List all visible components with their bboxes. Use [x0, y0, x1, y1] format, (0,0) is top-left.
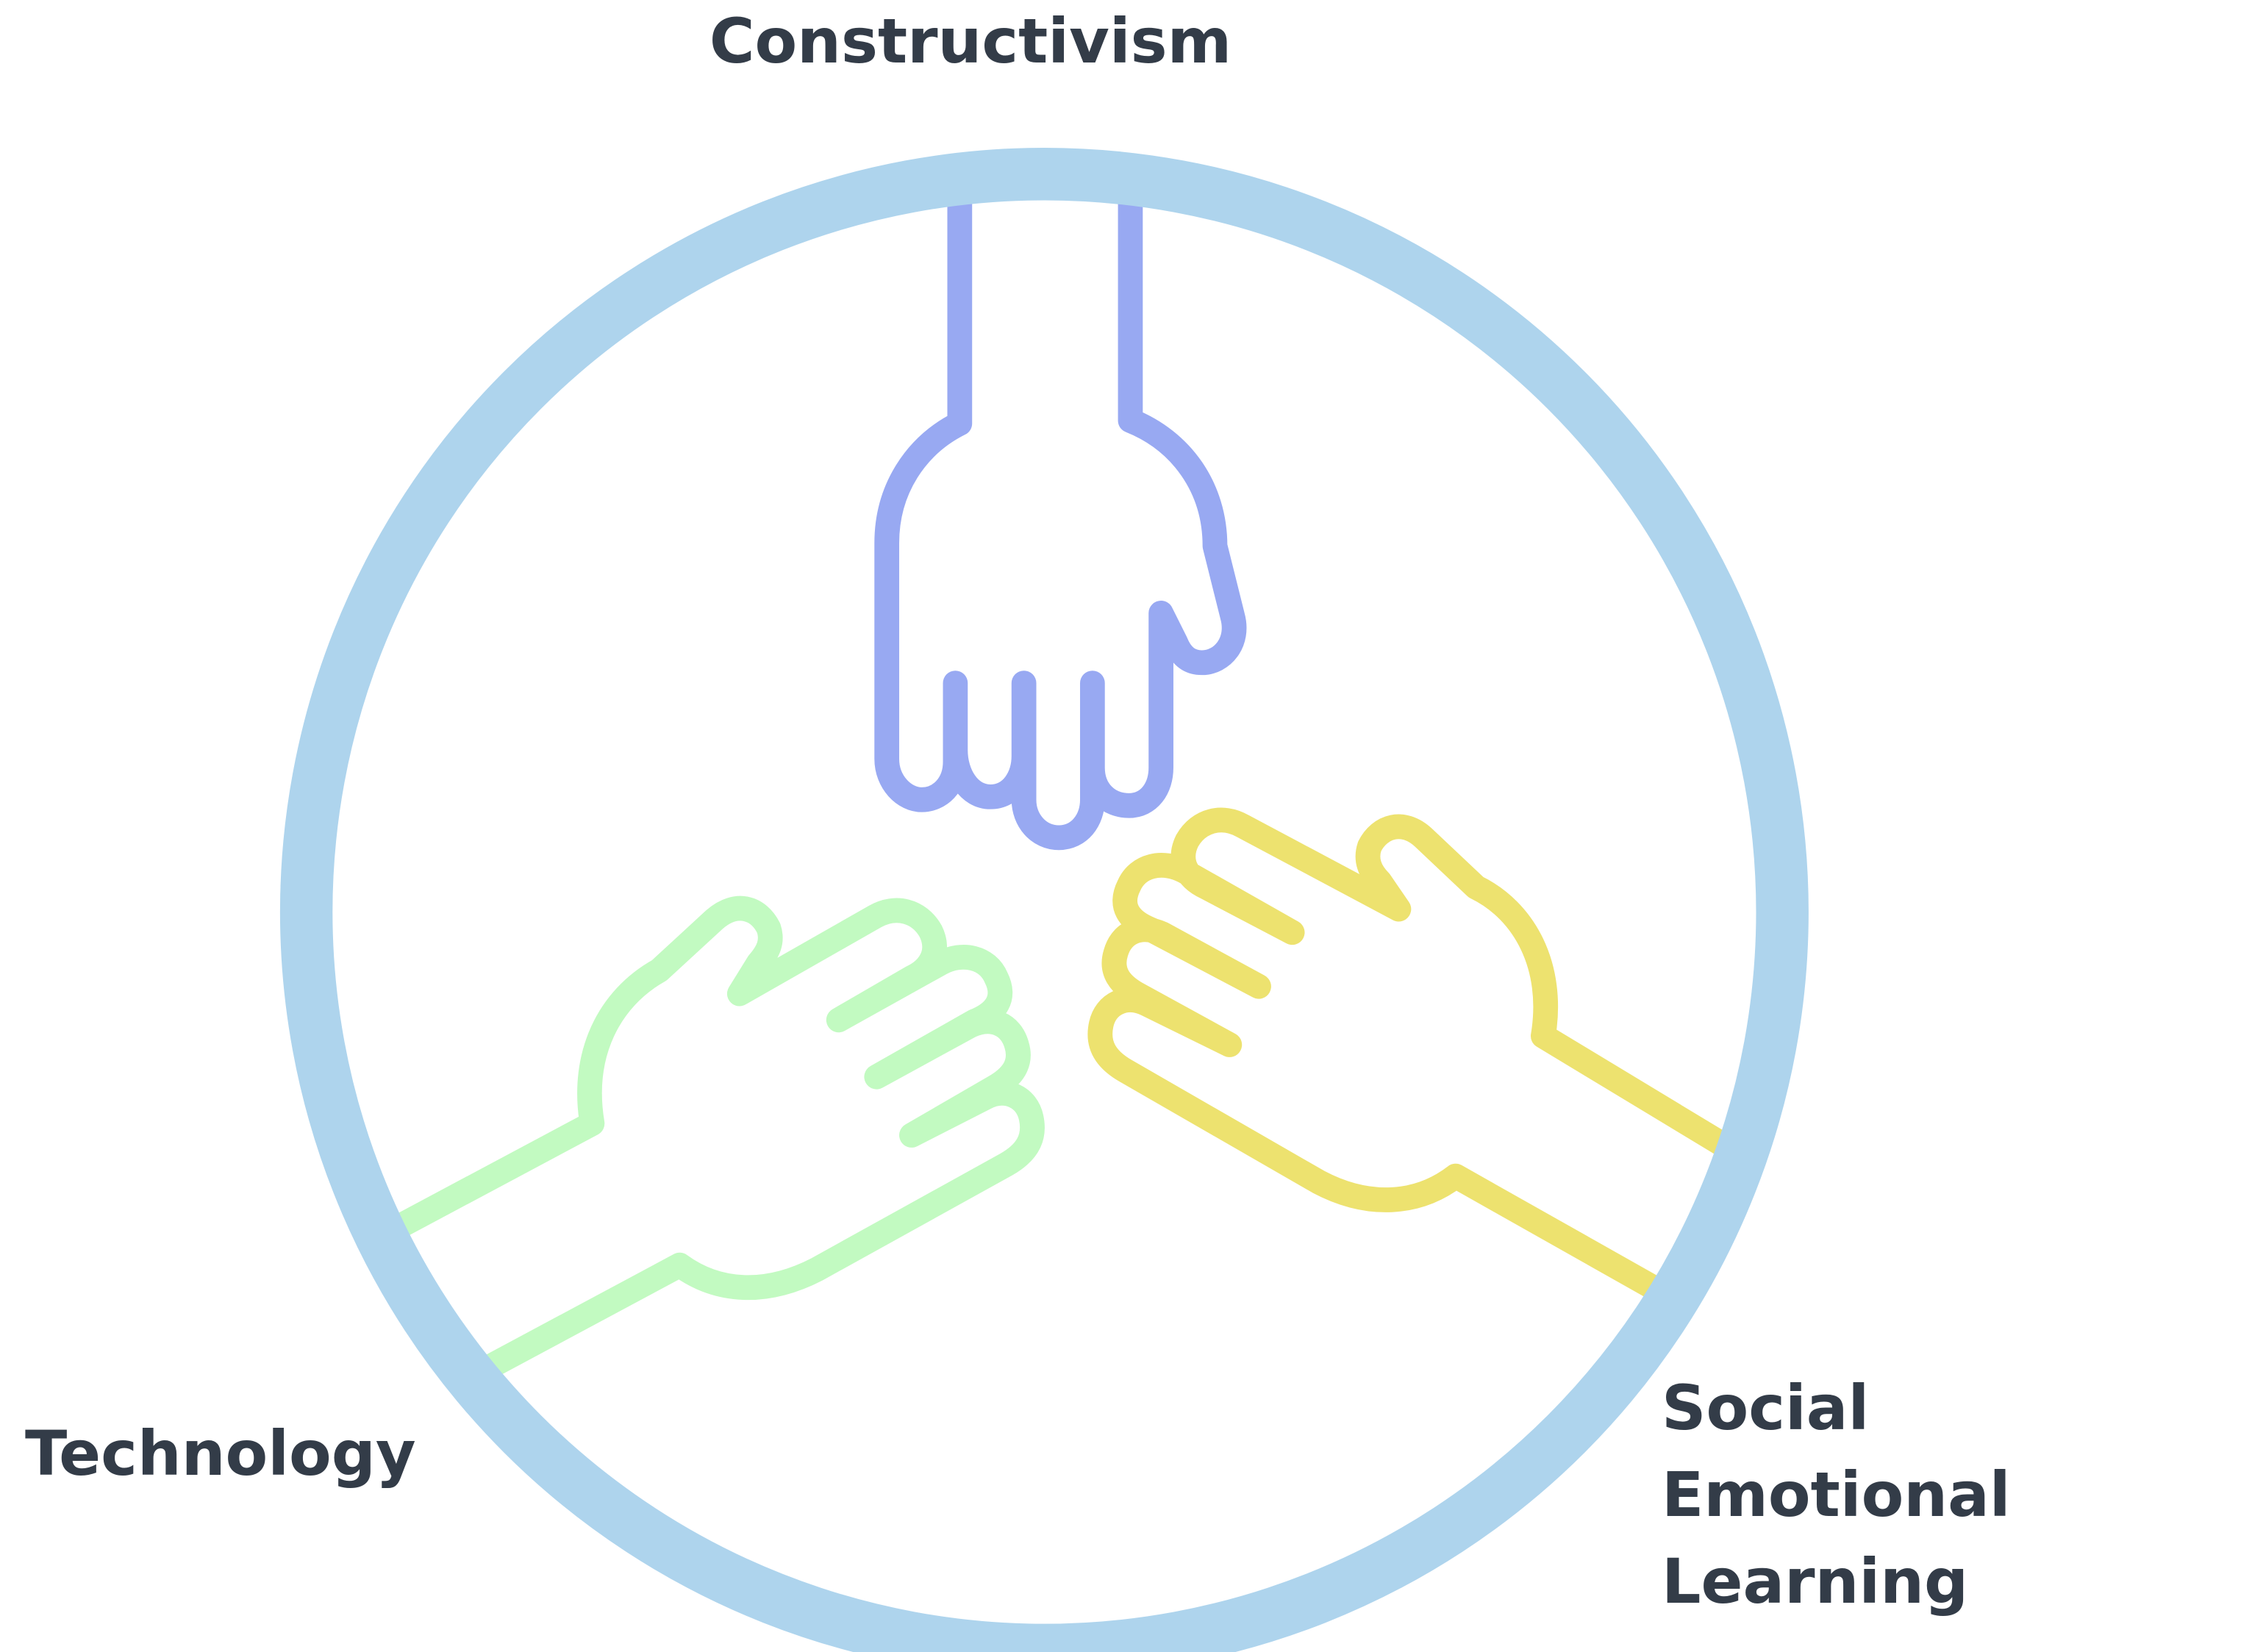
right-hand-outline [1087, 807, 1781, 1355]
left-hand-outline [307, 895, 1045, 1408]
label-constructivism: Constructivism [709, 5, 1232, 77]
label-social-emotional-learning: Social Emotional Learning [1662, 1365, 2235, 1625]
outer-ring [280, 148, 1809, 1652]
label-technology: Technology [25, 1417, 416, 1490]
hand-reaching-left-icon [1087, 807, 1781, 1355]
label-sel-line1: Social Emotional [1662, 1372, 2011, 1531]
label-sel-line2: Learning [1662, 1545, 1969, 1617]
hand-pointing-down-icon [874, 175, 1247, 851]
top-hand-outline [874, 175, 1247, 851]
hand-reaching-right-icon [307, 895, 1045, 1408]
